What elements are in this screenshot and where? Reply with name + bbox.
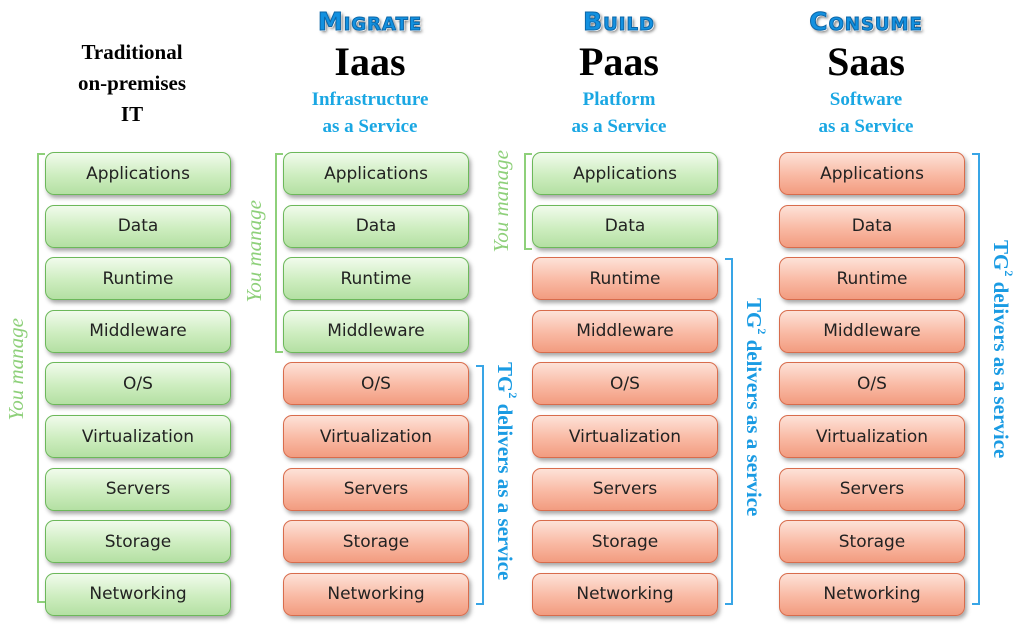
layer-box-applications: Applications bbox=[283, 152, 469, 195]
title-line-2: on-premises bbox=[77, 71, 187, 95]
badge-migrate: Migrate bbox=[317, 7, 423, 37]
you-manage-label: You manage bbox=[242, 200, 266, 303]
badge-build: Build bbox=[583, 7, 655, 37]
delivers-label-sup: 2 bbox=[506, 392, 520, 399]
you-manage-label: You manage bbox=[489, 150, 513, 253]
layer-box-o-s: O/S bbox=[45, 362, 231, 406]
delivers-label: TG2 delivers as a service bbox=[741, 298, 769, 516]
layer-box-data: Data bbox=[283, 204, 469, 248]
delivers-bracket bbox=[725, 258, 733, 605]
title-paas: Paas bbox=[579, 39, 659, 84]
layer-box-virtualization: Virtualization bbox=[283, 415, 469, 458]
layer-box-virtualization: Virtualization bbox=[45, 415, 231, 458]
delivers-label: TG2 delivers as a service bbox=[988, 240, 1016, 458]
layer-box-middleware: Middleware bbox=[532, 309, 718, 353]
layer-box-o-s: O/S bbox=[283, 362, 469, 406]
layer-box-networking: Networking bbox=[45, 572, 231, 616]
layer-box-middleware: Middleware bbox=[779, 309, 965, 353]
you-manage-bracket bbox=[275, 153, 283, 353]
delivers-label-pre: TG bbox=[989, 240, 1013, 271]
layer-box-storage: Storage bbox=[779, 520, 965, 564]
layer-box-storage: Storage bbox=[283, 520, 469, 564]
delivers-label-sup: 2 bbox=[755, 328, 769, 335]
layer-box-servers: Servers bbox=[45, 467, 231, 511]
layer-box-applications: Applications bbox=[45, 152, 231, 195]
delivers-label-pre: TG bbox=[742, 298, 766, 329]
layer-box-data: Data bbox=[779, 204, 965, 248]
badge-consume: Consume bbox=[809, 7, 923, 37]
layer-box-middleware: Middleware bbox=[45, 309, 231, 353]
subtitle-line-2: as a Service bbox=[818, 116, 914, 137]
you-manage-bracket bbox=[524, 153, 532, 250]
delivers-label-pre: TG bbox=[493, 362, 517, 393]
delivers-label-post: delivers as a service bbox=[493, 398, 517, 581]
column-paas: Build Paas Platform as a Service Applica… bbox=[524, 0, 718, 624]
layer-box-o-s: O/S bbox=[532, 362, 718, 406]
title-saas: Saas bbox=[827, 39, 905, 84]
column-iaas: Migrate Iaas Infrastructure as a Service… bbox=[275, 0, 469, 624]
subtitle-line-2: as a Service bbox=[571, 116, 667, 137]
layer-box-virtualization: Virtualization bbox=[779, 415, 965, 458]
layer-box-o-s: O/S bbox=[779, 362, 965, 406]
layer-box-data: Data bbox=[532, 204, 718, 248]
delivers-label-post: delivers as a service bbox=[989, 276, 1013, 459]
layer-box-runtime: Runtime bbox=[45, 257, 231, 301]
title-line-3: IT bbox=[120, 102, 144, 126]
subtitle-line-1: Software bbox=[829, 89, 903, 110]
delivers-bracket bbox=[476, 365, 484, 605]
layer-box-servers: Servers bbox=[283, 467, 469, 511]
layer-box-middleware: Middleware bbox=[283, 309, 469, 353]
column-saas: Consume Saas Software as a Service Appli… bbox=[771, 0, 965, 624]
layer-box-storage: Storage bbox=[45, 520, 231, 564]
delivers-label-sup: 2 bbox=[1002, 270, 1016, 277]
layer-box-networking: Networking bbox=[532, 572, 718, 616]
layer-box-networking: Networking bbox=[283, 572, 469, 616]
layer-box-networking: Networking bbox=[779, 572, 965, 616]
layer-box-servers: Servers bbox=[779, 467, 965, 511]
title-line-1: Traditional bbox=[81, 40, 183, 64]
layer-box-data: Data bbox=[45, 204, 231, 248]
layer-box-virtualization: Virtualization bbox=[532, 415, 718, 458]
layer-box-runtime: Runtime bbox=[283, 257, 469, 301]
you-manage-label: You manage bbox=[4, 318, 28, 421]
subtitle-line-1: Infrastructure bbox=[311, 89, 429, 110]
layer-box-servers: Servers bbox=[532, 467, 718, 511]
layer-box-applications: Applications bbox=[532, 152, 718, 195]
delivers-label-post: delivers as a service bbox=[742, 334, 766, 517]
layer-box-runtime: Runtime bbox=[779, 257, 965, 301]
subtitle-line-1: Platform bbox=[582, 89, 656, 110]
delivers-label: TG2 delivers as a service bbox=[492, 362, 520, 580]
title-iaas: Iaas bbox=[334, 39, 406, 84]
layer-box-runtime: Runtime bbox=[532, 257, 718, 301]
layer-box-applications: Applications bbox=[779, 152, 965, 195]
delivers-bracket bbox=[972, 153, 980, 605]
subtitle-line-2: as a Service bbox=[322, 116, 418, 137]
you-manage-bracket bbox=[37, 153, 45, 603]
layer-box-storage: Storage bbox=[532, 520, 718, 564]
